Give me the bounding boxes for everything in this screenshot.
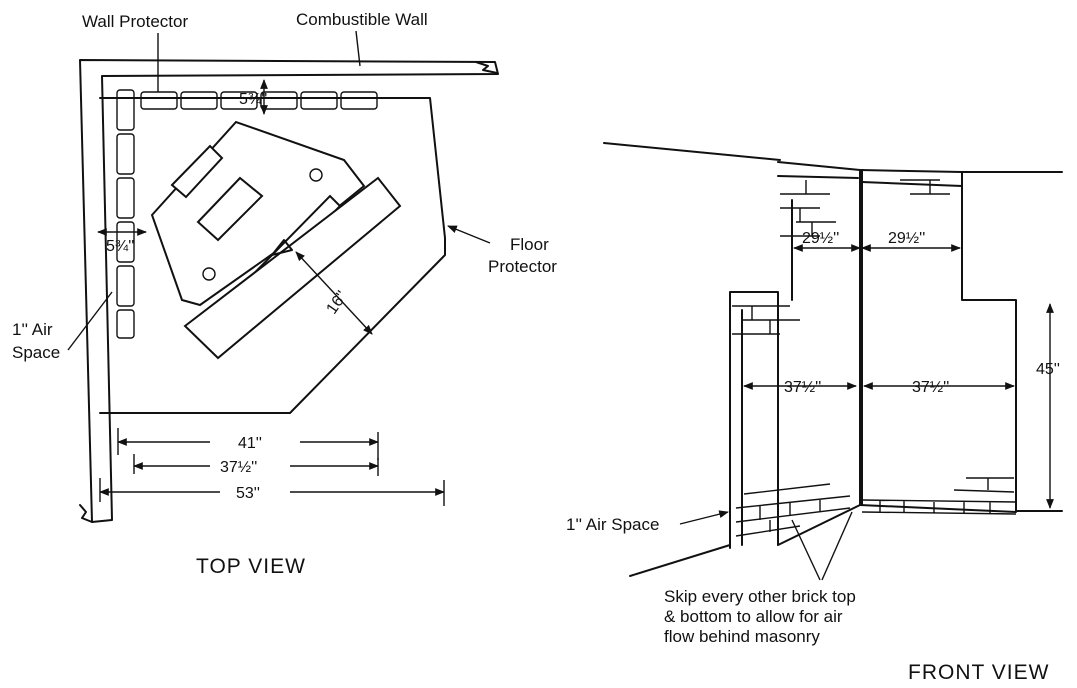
lower-left-dim: 37½'' bbox=[784, 379, 821, 396]
wall-protector-side bbox=[116, 89, 135, 339]
skip-brick-note-1: Skip every other brick top bbox=[664, 587, 856, 606]
upper-right-wall bbox=[859, 169, 1017, 513]
top-view: 5¾'' 5¾'' 16'' 41'' 37½'' 53'' Wall Prot… bbox=[12, 10, 557, 578]
wall-protector-label: Wall Protector bbox=[82, 12, 188, 31]
front-air-space-label: 1'' Air Space bbox=[566, 515, 659, 534]
skip-brick-note-3: flow behind masonry bbox=[664, 627, 820, 646]
lower-right-dim: 37½'' bbox=[912, 379, 949, 396]
front-clearance-dim: 16'' bbox=[323, 288, 351, 317]
side-clearance-dim: 5¾'' bbox=[106, 238, 134, 255]
brick-pattern bbox=[732, 179, 1017, 537]
combustible-wall-label: Combustible Wall bbox=[296, 10, 428, 29]
front-view-title: FRONT VIEW bbox=[908, 661, 1049, 684]
dim-53: 53'' bbox=[236, 485, 260, 502]
upper-left-dim: 29½'' bbox=[802, 230, 839, 247]
combustible-wall bbox=[79, 59, 499, 523]
air-space-label-1: 1'' Air bbox=[12, 320, 53, 339]
air-space-label-2: Space bbox=[12, 343, 60, 362]
upper-left-wall bbox=[729, 161, 861, 549]
dim-41: 41'' bbox=[238, 435, 262, 452]
floor-protector-label-1: Floor bbox=[510, 235, 549, 254]
top-view-title: TOP VIEW bbox=[196, 555, 306, 578]
upper-right-dim: 29½'' bbox=[888, 230, 925, 247]
stove-top-view bbox=[150, 120, 402, 360]
skip-brick-note-2: & bottom to allow for air bbox=[664, 607, 843, 626]
floor-protector bbox=[99, 97, 446, 414]
front-view: 29½'' 29½'' 37½'' 37½'' 45'' 1'' Air Spa… bbox=[566, 142, 1063, 684]
top-clearance-dim: 5¾'' bbox=[239, 91, 267, 108]
height-dim: 45'' bbox=[1036, 361, 1060, 378]
dim-37-5: 37½'' bbox=[220, 459, 257, 476]
floor-protector-label-2: Protector bbox=[488, 257, 557, 276]
